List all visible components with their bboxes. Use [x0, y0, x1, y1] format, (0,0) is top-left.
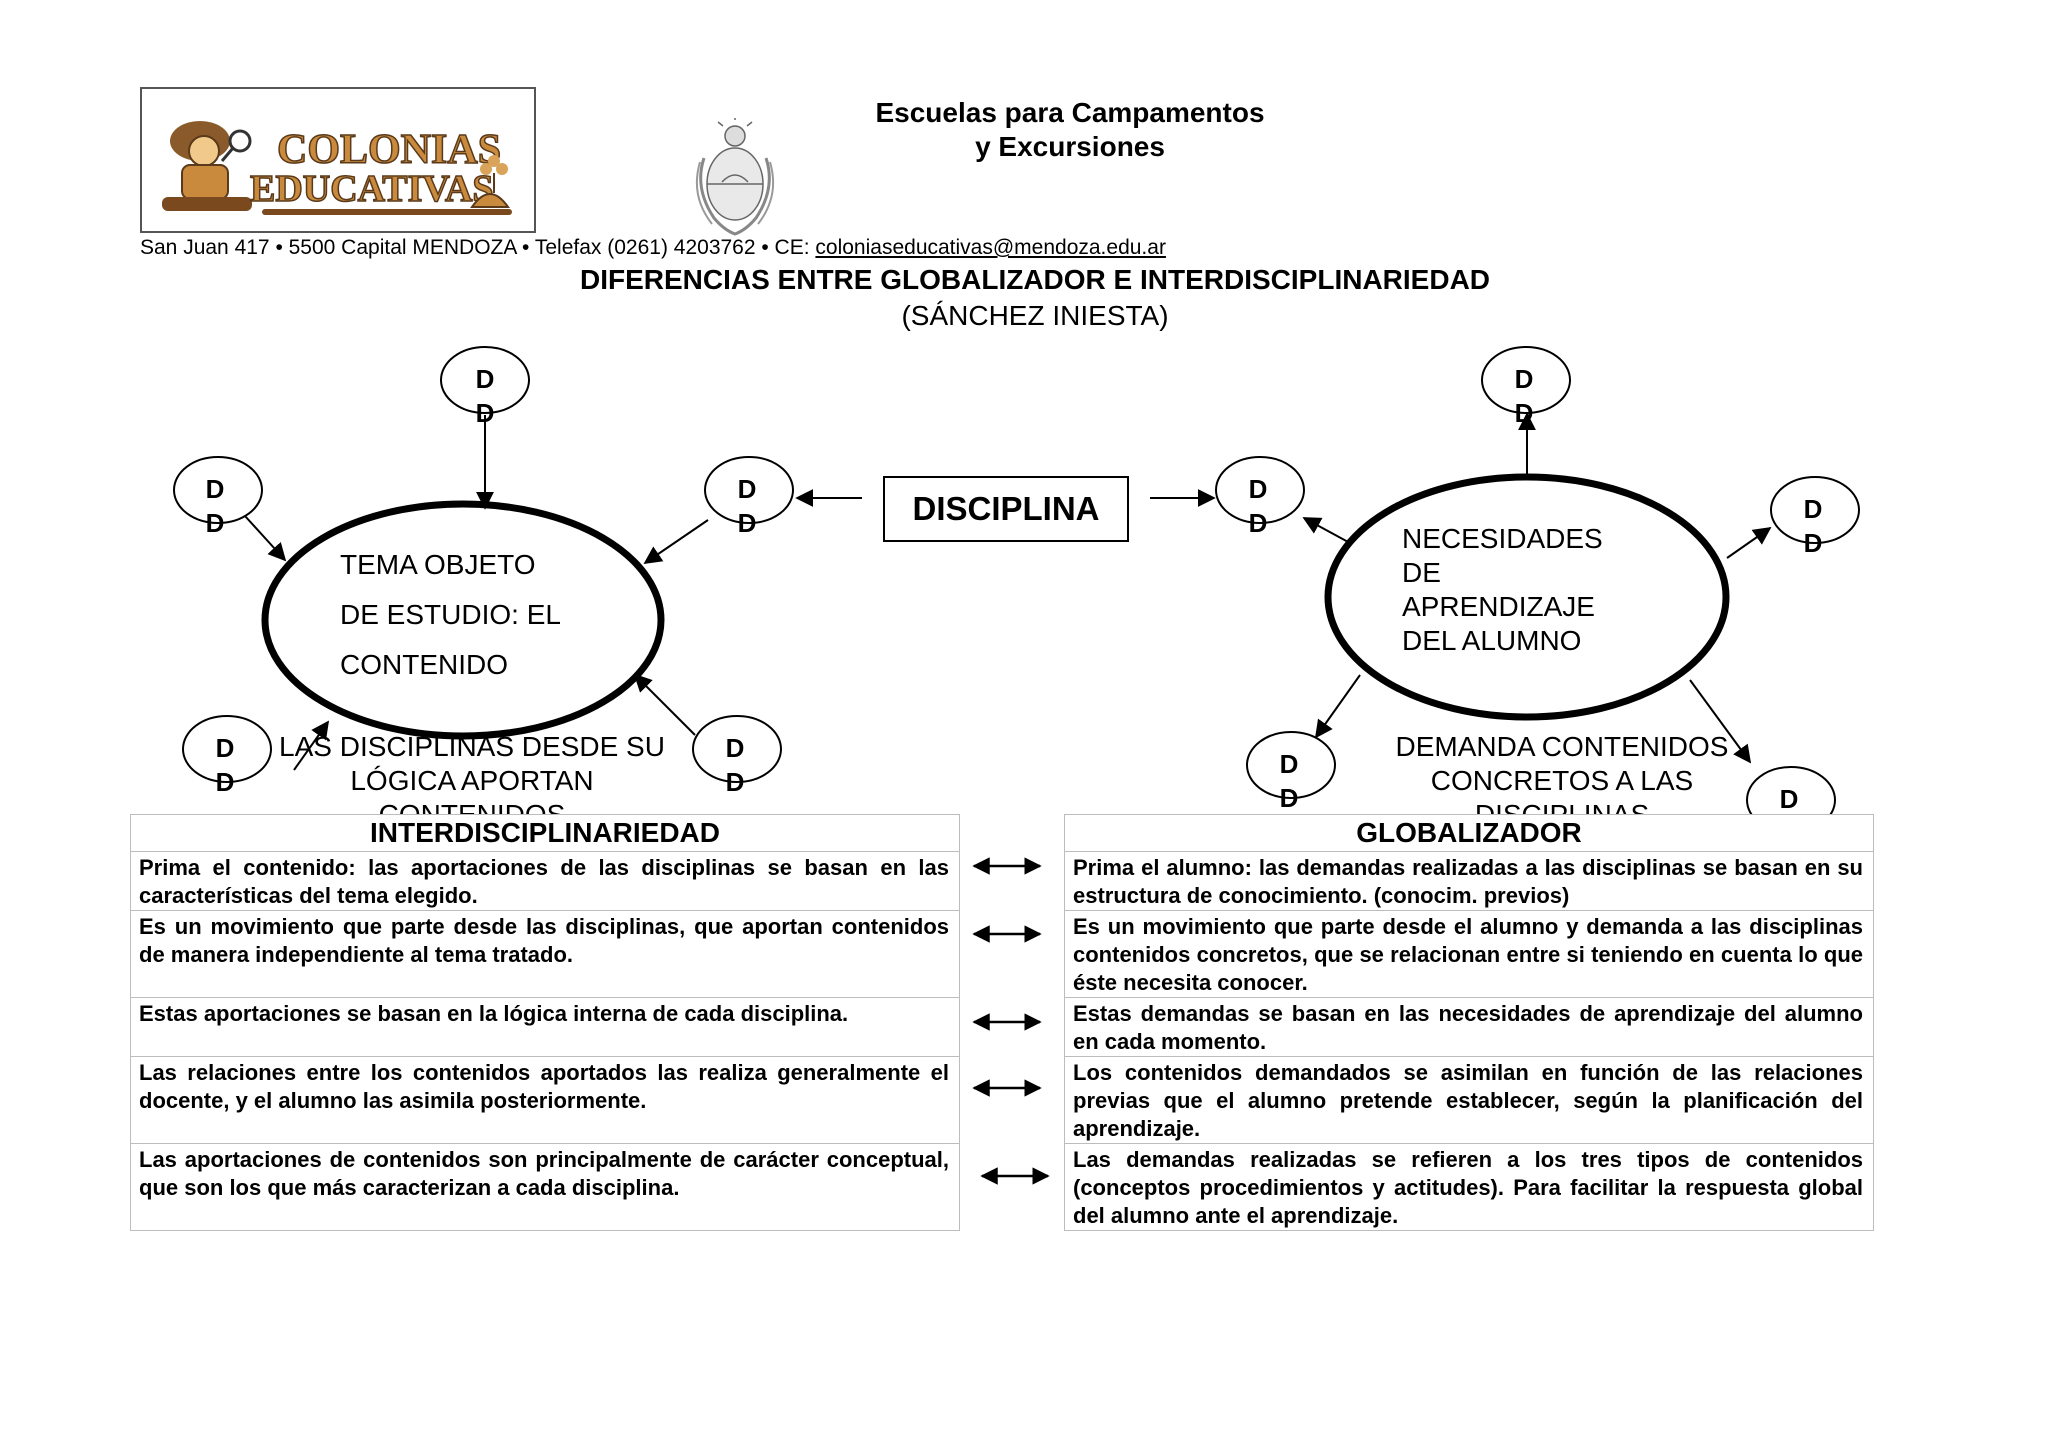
email-link[interactable]: coloniaseducativas@mendoza.edu.ar — [815, 236, 1166, 259]
left-ellipse-text: TEMA OBJETO DE ESTUDIO: EL CONTENIDO — [340, 549, 561, 680]
right-caption: DEMANDA CONTENIDOS CONCRETOS A LAS DISCI… — [1395, 731, 1729, 820]
table-row: Las relaciones entre los contenidos apor… — [130, 1056, 960, 1144]
left-main-ellipse — [261, 500, 665, 740]
d-circle — [692, 715, 782, 783]
table-row: Estas demandas se basan en las necesidad… — [1064, 997, 1874, 1057]
interdisciplinariedad-table: INTERDISCIPLINARIEDAD Prima el contenido… — [130, 814, 960, 1231]
d-circle — [1770, 476, 1860, 544]
coat-of-arms-icon — [695, 118, 775, 236]
table-row: Es un movimiento que parte desde el alum… — [1064, 910, 1874, 998]
organization-name: Escuelas para Campamentos y Excursiones — [760, 96, 1380, 164]
table-header: GLOBALIZADOR — [1064, 814, 1874, 852]
table-row: Prima el contenido: las aportaciones de … — [130, 851, 960, 911]
table-row: Las demandas realizadas se refieren a lo… — [1064, 1143, 1874, 1231]
table-row: Es un movimiento que parte desde las dis… — [130, 910, 960, 998]
globalizador-table: GLOBALIZADOR Prima el alumno: las demand… — [1064, 814, 1874, 1231]
svg-text:EDUCATIVAS: EDUCATIVAS — [250, 168, 494, 210]
d-circle — [1215, 456, 1305, 524]
d-circle — [704, 456, 794, 524]
right-ellipse-text: NECESIDADES DE APRENDIZAJE DEL ALUMNO — [1402, 523, 1603, 656]
table-row: Las aportaciones de contenidos son princ… — [130, 1143, 960, 1231]
table-row: Estas aportaciones se basan en la lógica… — [130, 997, 960, 1057]
svg-text:COLONIAS: COLONIAS — [277, 127, 501, 173]
left-caption: LAS DISCIPLINAS DESDE SU LÓGICA APORTAN … — [279, 731, 665, 820]
explorer-mascot-icon: COLONIAS EDUCATIVAS — [162, 121, 512, 215]
disciplina-box: DISCIPLINA — [883, 476, 1129, 542]
table-row: Prima el alumno: las demandas realizadas… — [1064, 851, 1874, 911]
right-main-ellipse — [1324, 473, 1730, 721]
colonias-educativas-logo: COLONIAS EDUCATIVAS — [140, 87, 536, 233]
org-line-1: Escuelas para Campamentos — [875, 97, 1265, 128]
org-line-2: y Excursiones — [975, 131, 1165, 162]
d-circle — [182, 715, 272, 783]
address-line: San Juan 417 • 5500 Capital MENDOZA • Te… — [140, 236, 1340, 260]
document-author: (SÁNCHEZ INIESTA) — [901, 300, 1169, 331]
table-header: INTERDISCIPLINARIEDAD — [130, 814, 960, 852]
row-connectors — [972, 857, 1050, 1185]
address-text: San Juan 417 • 5500 Capital MENDOZA • Te… — [140, 236, 816, 259]
d-circle — [1246, 731, 1336, 799]
d-circle — [440, 346, 530, 414]
table-row: Los contenidos demandados se asimilan en… — [1064, 1056, 1874, 1144]
document-title: DIFERENCIAS ENTRE GLOBALIZADOR E INTERDI… — [579, 264, 1491, 295]
d-circle — [173, 456, 263, 524]
